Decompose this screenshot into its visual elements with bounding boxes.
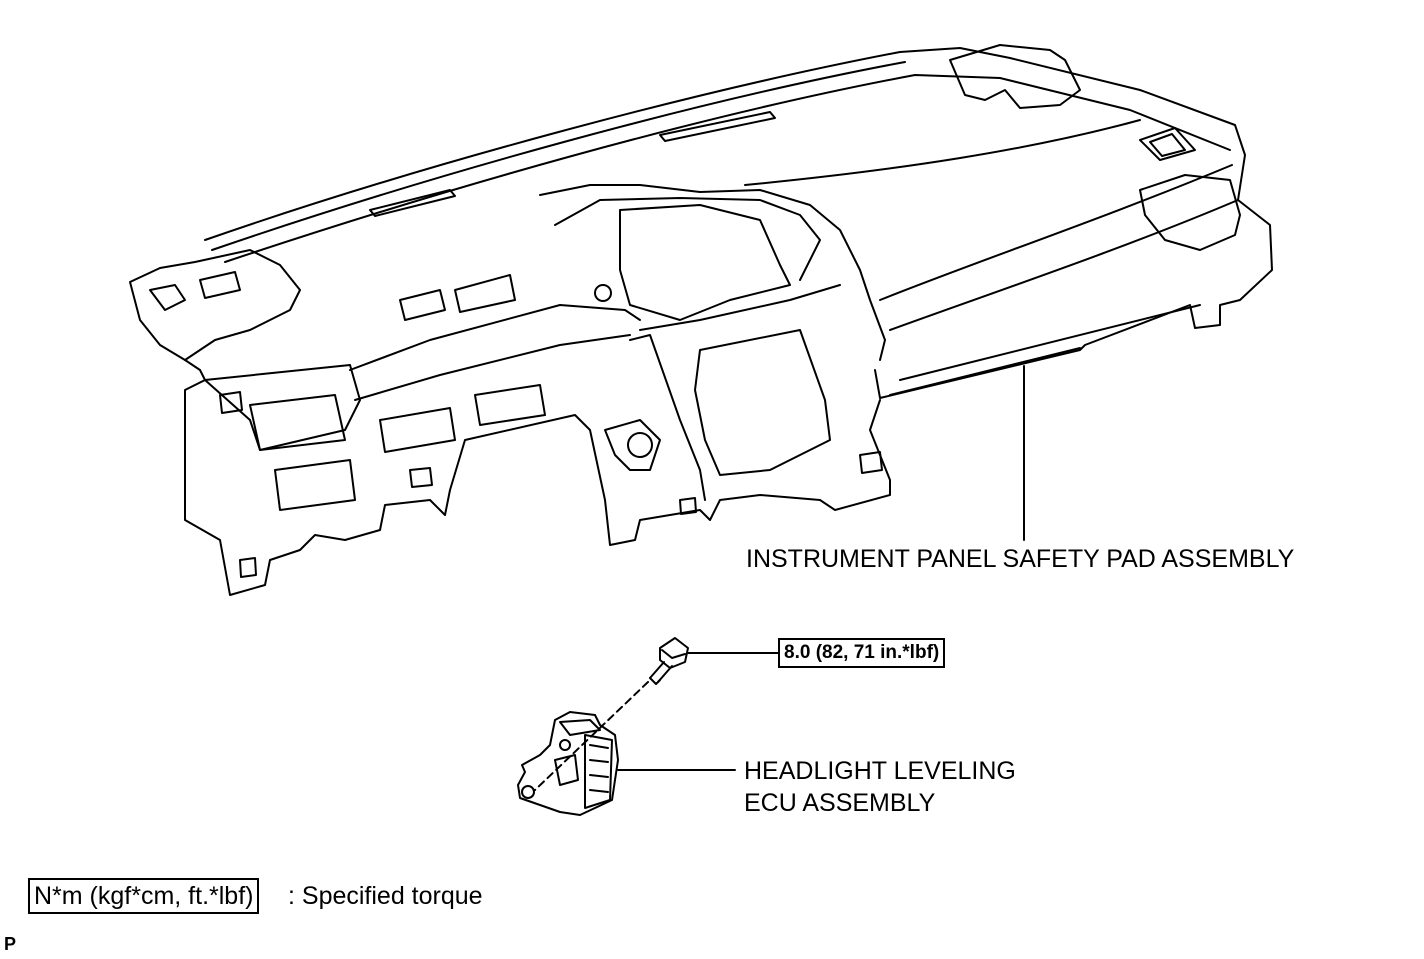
legend-description: : Specified torque — [288, 882, 483, 910]
corner-mark: P — [4, 934, 17, 954]
legend-unit-box: N*m (kgf*cm, ft.*lbf) — [28, 878, 260, 914]
torque-spec-box: 8.0 (82, 71 in.*lbf) — [778, 638, 946, 668]
safety-pad-label: INSTRUMENT PANEL SAFETY PAD ASSEMBLY — [746, 545, 1295, 573]
ecu-label-line2: ECU ASSEMBLY — [744, 789, 936, 817]
reinforcement-frame-drawing — [184, 184, 891, 596]
ecu-drawing — [517, 711, 619, 816]
ecu-label-line1: HEADLIGHT LEVELING — [744, 757, 1016, 785]
bolt-drawing — [649, 637, 689, 685]
instrument-panel-drawing — [129, 44, 1273, 399]
